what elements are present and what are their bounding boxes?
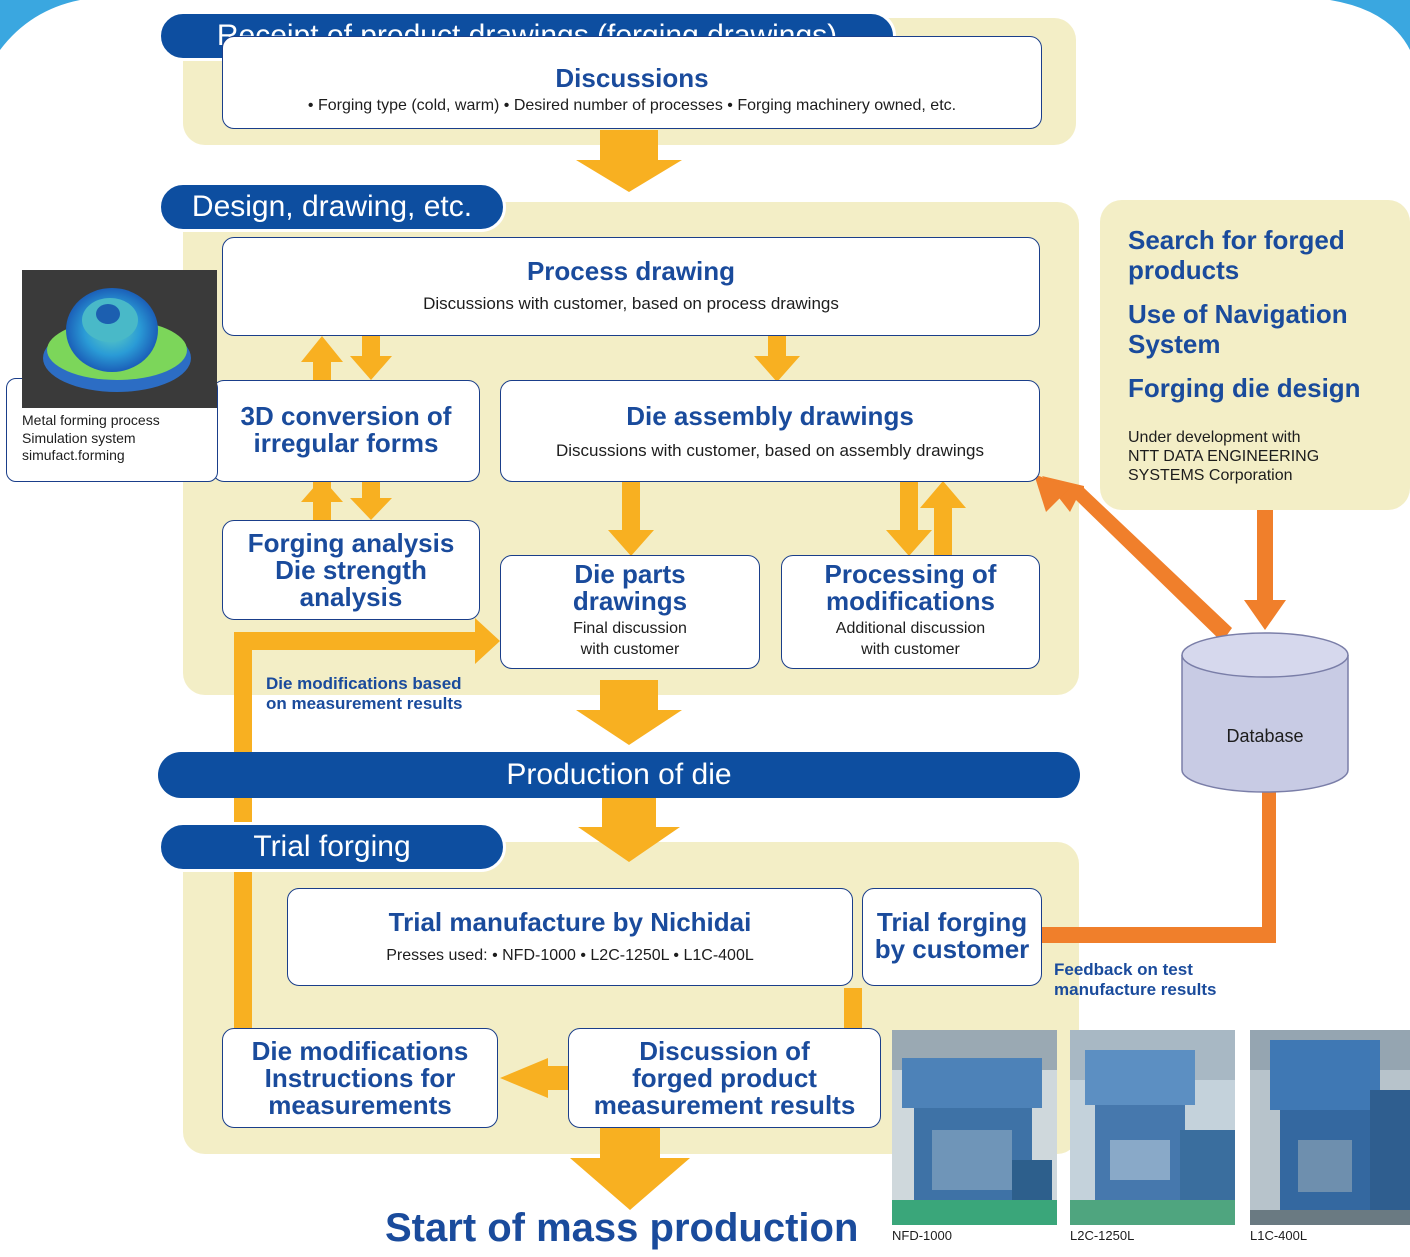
nichidai-title: Trial manufacture by Nichidai bbox=[388, 907, 752, 937]
arrow-design-to-production bbox=[576, 680, 682, 745]
customer-line-2: by customer bbox=[874, 934, 1030, 965]
assembly-sub: Discussions with customer, based on asse… bbox=[555, 441, 985, 461]
side-panel bbox=[1100, 200, 1410, 510]
simulation-caption: Metal forming process Simulation system … bbox=[22, 412, 160, 465]
side-item-1-line-1: Search for forged bbox=[1128, 225, 1345, 255]
feedback-note-line-1: Die modifications based bbox=[266, 674, 462, 693]
customer-trial-box: Trial forging by customer bbox=[862, 888, 1042, 986]
side-item-2-line-2: System bbox=[1128, 328, 1221, 359]
side-note-2: NTT DATA ENGINEERING bbox=[1128, 448, 1320, 466]
arrow-down-from-process bbox=[350, 336, 392, 380]
arrow-side-to-database bbox=[1244, 510, 1286, 630]
arrow-down-to-parts bbox=[608, 481, 654, 556]
arrow-up-to-assembly bbox=[920, 481, 966, 556]
database-label: Database bbox=[1226, 726, 1304, 746]
simulation-caption-1: Metal forming process bbox=[22, 412, 160, 428]
discussions-items: • Forging type (cold, warm) • Desired nu… bbox=[307, 97, 957, 115]
simulation-caption-3: simufact.forming bbox=[22, 447, 125, 463]
arrow-down-to-assembly bbox=[754, 336, 800, 382]
die-mod-line-1: Die modifications bbox=[251, 1036, 469, 1066]
analysis-line-1: Forging analysis bbox=[247, 528, 455, 558]
assembly-title: Die assembly drawings bbox=[626, 401, 914, 431]
discussions-title: Discussions bbox=[555, 63, 709, 93]
simulation-caption-2: Simulation system bbox=[22, 429, 136, 446]
side-note: Under development with NTT DATA ENGINEER… bbox=[1128, 428, 1319, 486]
side-item-1-line-2: products bbox=[1128, 254, 1240, 285]
conversion-bg bbox=[212, 380, 480, 482]
nichidai-sub: Presses used: • NFD-1000 • L2C-1250L • L… bbox=[386, 947, 754, 965]
feedback-label-2: manufacture results bbox=[1054, 980, 1217, 1000]
production-bar: Production of die bbox=[158, 752, 1080, 798]
press-photo-l1c bbox=[1250, 1030, 1410, 1225]
arrow-database-to-assembly bbox=[1042, 476, 1232, 642]
press-caption-l1c: L1C-400L bbox=[1250, 1228, 1308, 1243]
trial-title-pill: Trial forging bbox=[158, 822, 506, 872]
side-item-2-line-1: Use of Navigation bbox=[1128, 298, 1348, 329]
arrow-down-to-modifications bbox=[886, 481, 932, 556]
mass-production-title: Start of mass production bbox=[385, 1206, 859, 1250]
parts-box: Die parts drawings Final discussion with… bbox=[500, 555, 760, 669]
die-mod-line-2: Instructions for bbox=[264, 1063, 456, 1094]
discussion-line-2: forged product bbox=[632, 1063, 817, 1094]
corner-swoosh-left bbox=[0, 0, 80, 50]
side-item-3: Forging die design bbox=[1128, 372, 1361, 403]
modifications-line-2: modifications bbox=[825, 586, 995, 617]
design-title-pill: Design, drawing, etc. bbox=[158, 182, 506, 232]
arrow-trial-to-mass bbox=[570, 1128, 690, 1210]
arrow-up-to-process bbox=[301, 336, 343, 380]
arrow-receipt-to-design bbox=[576, 130, 682, 192]
customer-line-1: Trial forging bbox=[876, 907, 1028, 937]
process-drawing-box: Process drawing Discussions with custome… bbox=[222, 237, 1040, 336]
modifications-box: Processing of modifications Additional d… bbox=[781, 555, 1040, 669]
analysis-line-3: analysis bbox=[299, 582, 403, 613]
discussions-box: Discussions • Forging type (cold, warm) … bbox=[222, 36, 1042, 129]
discussion-box: Discussion of forged product measurement… bbox=[568, 1028, 881, 1128]
feedback-note-line-2: on measurement results bbox=[266, 694, 463, 714]
analysis-line-2: Die strength bbox=[275, 555, 427, 586]
parts-sub-2: with customer bbox=[580, 640, 680, 658]
arrow-down-to-analysis bbox=[350, 482, 392, 520]
corner-swoosh-right bbox=[1330, 0, 1410, 50]
die-modifications-box: Die modifications Instructions for measu… bbox=[222, 1028, 498, 1128]
arrow-left-to-die-mod bbox=[500, 1058, 568, 1098]
press-caption-nfd: NFD-1000 bbox=[892, 1228, 952, 1243]
die-mod-line-3: measurements bbox=[268, 1090, 452, 1121]
nichidai-box: Trial manufacture by Nichidai Presses us… bbox=[287, 888, 853, 986]
process-drawing-title: Process drawing bbox=[526, 256, 736, 286]
simulation-image bbox=[22, 270, 217, 408]
feedback-label: Feedback on test manufacture results bbox=[1054, 960, 1217, 1001]
press-caption-l2c: L2C-1250L bbox=[1070, 1228, 1135, 1243]
discussion-line-1: Discussion of bbox=[639, 1036, 810, 1066]
analysis-box: Forging analysis Die strength analysis bbox=[222, 520, 480, 620]
modifications-line-1: Processing of bbox=[824, 559, 997, 589]
side-note-1: Under development with bbox=[1128, 429, 1301, 446]
arrow-production-to-trial bbox=[578, 797, 680, 862]
database-icon bbox=[1181, 632, 1349, 793]
process-drawing-sub: Discussions with customer, based on proc… bbox=[423, 294, 839, 314]
side-panel-items: Search for forged products Use of Naviga… bbox=[1128, 225, 1361, 403]
parts-line-1: Die parts bbox=[574, 559, 686, 589]
parts-line-2: drawings bbox=[572, 586, 688, 617]
feedback-note: Die modifications based on measurement r… bbox=[266, 674, 463, 715]
side-note-3: SYSTEMS Corporation bbox=[1128, 467, 1293, 485]
press-photo-l2c bbox=[1070, 1030, 1235, 1225]
modifications-sub-1: Additional discussion bbox=[835, 620, 986, 638]
modifications-sub-2: with customer bbox=[861, 640, 960, 658]
conversion-line-1: 3D conversion of bbox=[240, 401, 452, 431]
parts-sub-1: Final discussion bbox=[573, 620, 687, 638]
trial-title: Trial forging bbox=[253, 830, 411, 863]
discussion-line-3: measurement results bbox=[593, 1090, 856, 1121]
production-title: Production of die bbox=[506, 758, 732, 791]
feedback-label-1: Feedback on test bbox=[1054, 960, 1193, 979]
press-photo-nfd bbox=[892, 1030, 1057, 1225]
assembly-box: Die assembly drawings Discussions with c… bbox=[500, 380, 1040, 482]
conversion-line-2: irregular forms bbox=[253, 428, 439, 459]
design-title: Design, drawing, etc. bbox=[191, 190, 473, 223]
